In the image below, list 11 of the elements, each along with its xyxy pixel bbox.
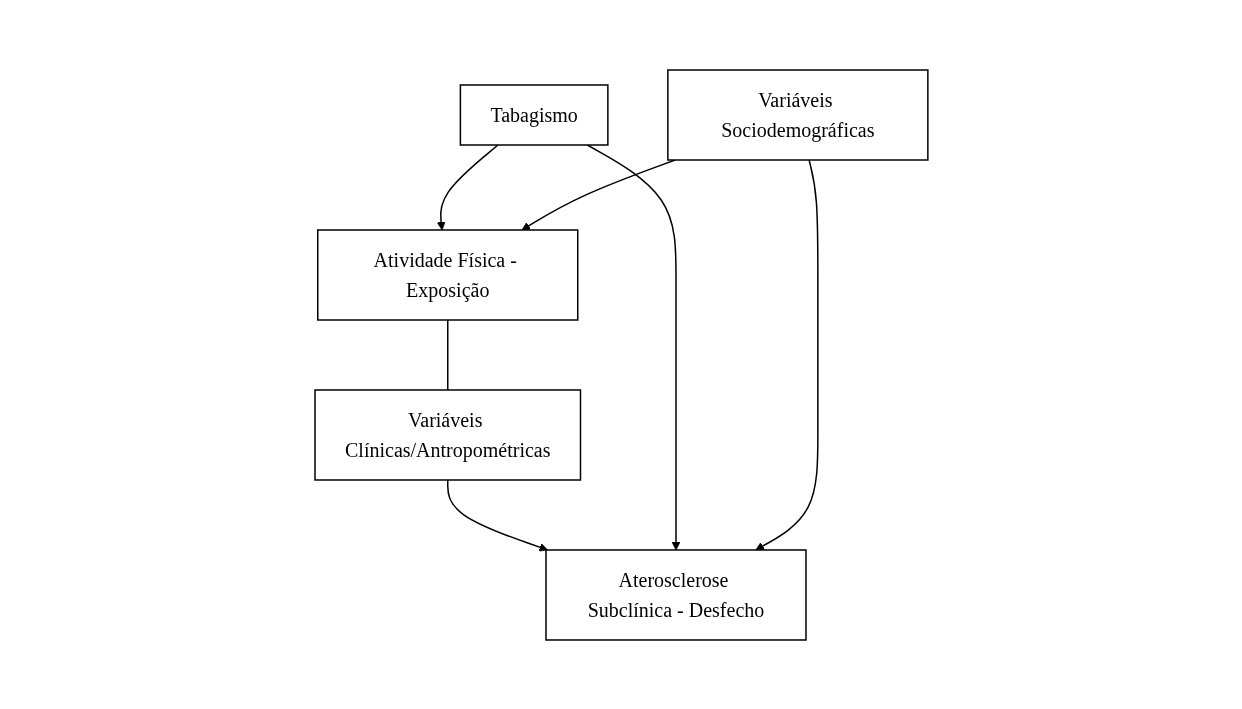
arrow — [436, 143, 499, 230]
arrow — [446, 478, 548, 551]
arrow — [586, 143, 680, 550]
node-box: Tabagismo — [459, 83, 609, 146]
node-box: Atividade Física - Exposição — [316, 228, 579, 321]
connector — [446, 318, 449, 391]
arrow — [521, 158, 676, 230]
arrow — [754, 158, 819, 550]
node-box: Variáveis Sociodemográficas — [666, 68, 929, 161]
node-box: Aterosclerose Subclínica - Desfecho — [544, 548, 807, 641]
node-box: Variáveis Clínicas/Antropométricas — [313, 388, 581, 481]
